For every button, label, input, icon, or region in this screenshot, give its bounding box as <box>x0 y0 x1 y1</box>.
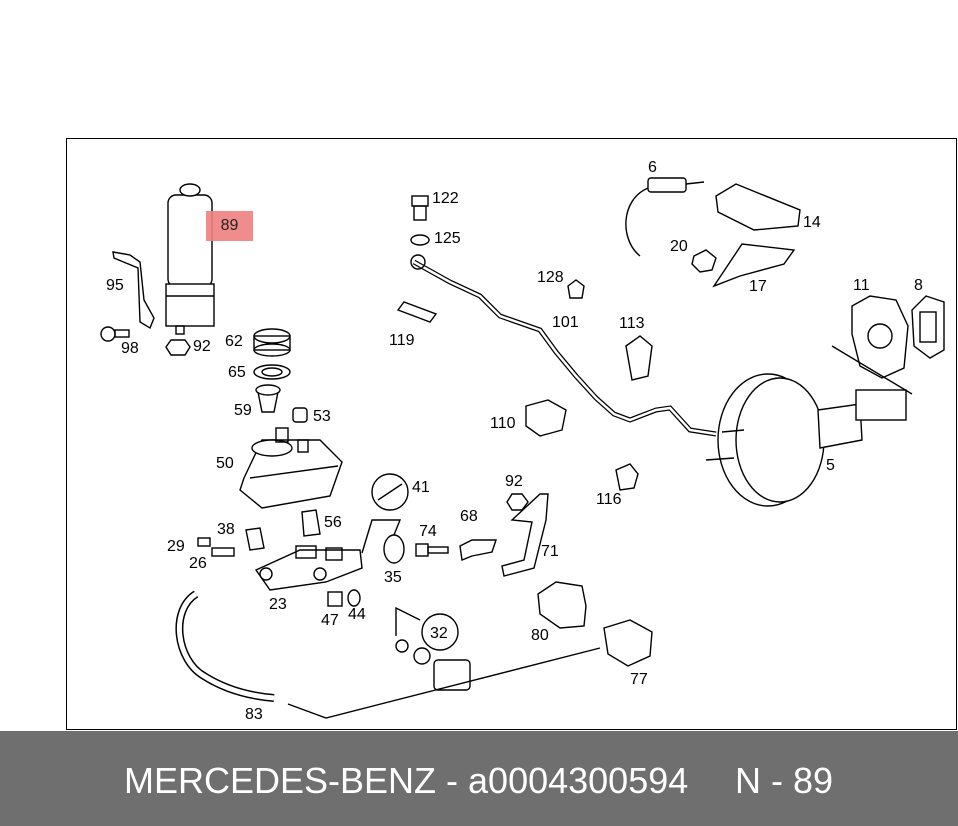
part-labels: 122 125 6 14 20 17 128 101 113 11 8 95 9… <box>106 159 923 723</box>
footer-part-number: MERCEDES-BENZ - a0004300594 <box>124 760 689 801</box>
label-95: 95 <box>106 277 124 294</box>
label-23: 23 <box>269 596 287 613</box>
label-32: 32 <box>430 625 448 642</box>
highlighted-part-marker <box>206 211 253 241</box>
label-50: 50 <box>216 455 234 472</box>
label-56: 56 <box>324 514 342 531</box>
part-119-spacer <box>396 301 438 323</box>
part-11-gasket <box>851 295 909 379</box>
label-92-b: 92 <box>505 473 523 490</box>
label-41: 41 <box>412 479 430 496</box>
label-98: 98 <box>121 340 139 357</box>
label-62: 62 <box>225 333 243 350</box>
label-17: 17 <box>749 278 767 295</box>
part-5-booster <box>705 373 907 507</box>
part-23-master-cylinder <box>254 545 363 591</box>
label-77: 77 <box>630 671 648 688</box>
part-74-bolt <box>415 543 449 557</box>
part-56-grommet <box>301 509 321 537</box>
label-68: 68 <box>460 508 478 525</box>
part-8-gasket <box>911 295 945 359</box>
part-35-oring <box>383 534 405 564</box>
part-38-grommet <box>245 527 265 551</box>
part-83-hose <box>175 590 275 702</box>
label-128: 128 <box>537 269 564 286</box>
label-8: 8 <box>914 277 923 294</box>
label-110: 110 <box>490 415 516 432</box>
label-38: 38 <box>217 521 235 538</box>
label-116: 116 <box>596 491 622 508</box>
label-71: 71 <box>541 543 559 560</box>
label-47: 47 <box>321 612 339 629</box>
part-32-parts <box>395 639 471 691</box>
part-32-circle <box>421 613 459 651</box>
part-71-bracket <box>501 493 549 577</box>
label-59: 59 <box>234 402 252 419</box>
label-119: 119 <box>389 332 415 349</box>
part-14-module <box>715 183 801 231</box>
part-92-nut <box>165 339 191 356</box>
label-83: 83 <box>245 706 263 723</box>
part-116-plug <box>615 463 639 491</box>
part-50-reservoir <box>239 427 343 509</box>
part-95-bracket <box>112 251 155 330</box>
label-122: 122 <box>432 190 459 207</box>
part-62-cap <box>253 328 291 357</box>
part-59-strainer <box>255 384 281 413</box>
label-5: 5 <box>826 457 835 474</box>
label-80: 80 <box>531 627 549 644</box>
part-17-bracket <box>712 243 796 288</box>
label-20: 20 <box>670 238 688 255</box>
part-65-ring <box>253 364 291 380</box>
label-53: 53 <box>313 408 331 425</box>
part-122-bolt <box>411 195 429 221</box>
part-47-44-seals <box>327 589 361 607</box>
label-65: 65 <box>228 364 246 381</box>
highlighted-part-label: 89 <box>220 217 239 234</box>
part-29-26-fittings <box>197 537 235 557</box>
part-98-bolt <box>100 326 130 342</box>
label-92-a: 92 <box>193 338 211 355</box>
label-74: 74 <box>419 523 437 540</box>
footer-position: N - 89 <box>735 760 834 801</box>
label-101: 101 <box>552 314 579 331</box>
part-89-cylinder <box>165 183 215 335</box>
part-110-connector <box>525 399 567 437</box>
part-128-clip <box>567 279 585 299</box>
part-41-tool <box>371 473 409 511</box>
label-35: 35 <box>384 569 402 586</box>
part-6-switch <box>625 177 705 257</box>
label-11: 11 <box>853 277 870 294</box>
label-26: 26 <box>189 555 207 572</box>
part-20-nut <box>691 249 717 273</box>
part-125-washer <box>410 234 430 246</box>
label-113: 113 <box>619 315 645 332</box>
footer-bar <box>0 731 958 826</box>
part-68-bracket <box>459 539 497 561</box>
label-14: 14 <box>803 214 821 231</box>
part-77-valve <box>603 619 653 667</box>
label-44: 44 <box>348 606 366 623</box>
label-125: 125 <box>434 230 461 247</box>
part-53-plug <box>292 407 308 423</box>
label-29: 29 <box>167 538 185 555</box>
label-6: 6 <box>648 159 657 176</box>
part-113-grommet <box>625 335 653 381</box>
part-80-clamp <box>537 581 587 629</box>
